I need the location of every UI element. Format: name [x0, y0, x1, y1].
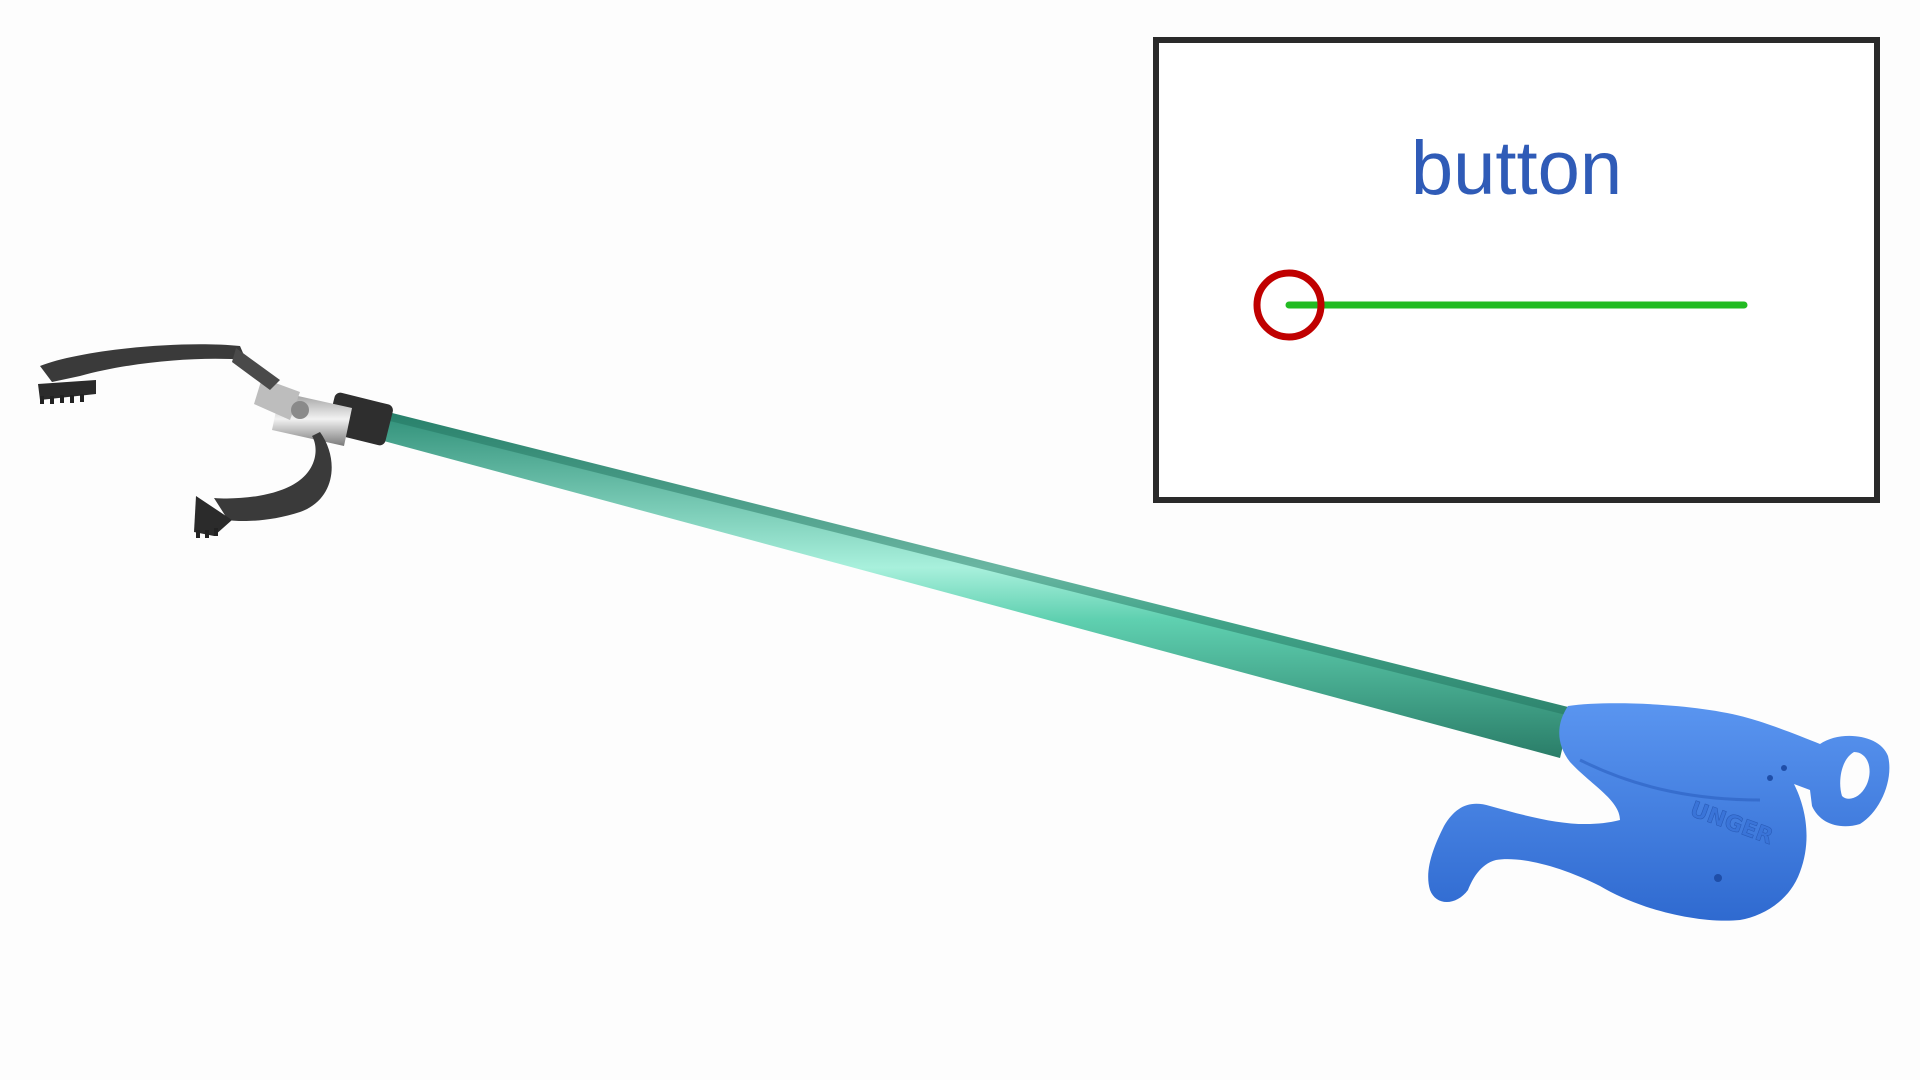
lower-jaw — [194, 432, 332, 538]
lower-jaw-teeth — [196, 528, 218, 538]
annotation-panel: button — [1153, 37, 1880, 503]
pointer-graphic — [1253, 269, 1748, 341]
upper-jaw-teeth — [40, 394, 84, 404]
jaw-head — [254, 378, 393, 446]
handle: UNGER — [1428, 703, 1890, 921]
target-circle-icon — [1253, 269, 1325, 341]
aluminum-shaft — [380, 412, 1572, 758]
upper-jaw — [38, 344, 280, 404]
annotation-label: button — [1410, 126, 1623, 211]
